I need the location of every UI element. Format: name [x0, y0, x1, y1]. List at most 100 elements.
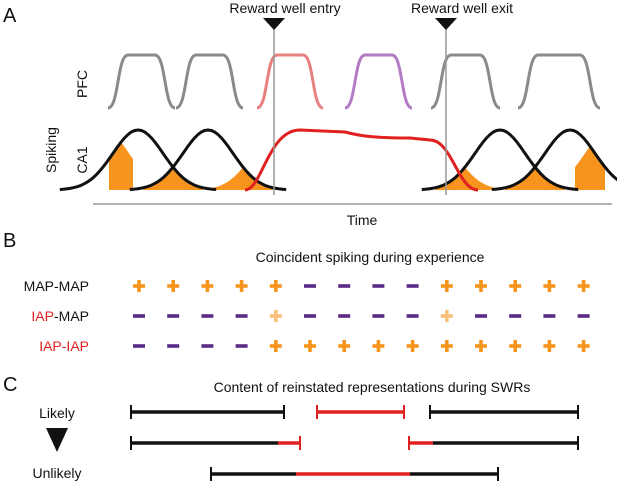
row-label: IAP-IAP	[39, 338, 89, 354]
minus-symbol	[235, 344, 248, 348]
minus-symbol	[338, 284, 351, 288]
plus-bar	[547, 340, 552, 352]
ca1-reward-curve	[244, 128, 479, 192]
plus-bar	[274, 340, 278, 352]
plus-symbol	[406, 340, 419, 352]
ca1-spike-curve	[491, 128, 617, 191]
plus-symbol	[372, 340, 385, 352]
plus-symbol	[475, 280, 487, 292]
plus-bar	[137, 280, 141, 292]
pfc-spike-curve	[344, 53, 413, 110]
panel-c-title: Content of reinstated representations du…	[214, 379, 531, 395]
plus-bar	[445, 280, 449, 292]
spiking-axis-label: Spiking	[43, 127, 59, 173]
plus-bar	[513, 280, 517, 292]
panel-b-letter: B	[3, 230, 16, 252]
minus-symbol	[167, 314, 180, 318]
minus-symbol	[201, 344, 214, 348]
minus-symbol	[577, 314, 590, 318]
plus-bar	[274, 280, 278, 292]
minus-symbol	[509, 314, 522, 318]
ca1-coincidence-fill	[575, 146, 605, 190]
minus-symbol	[543, 314, 556, 318]
minus-symbol	[406, 284, 419, 288]
pfc-spike-curve	[430, 53, 501, 110]
ca1-row-label: CA1	[74, 146, 90, 173]
plus-bar	[445, 340, 449, 352]
row-label-part: -MAP	[54, 308, 89, 324]
minus-symbol	[167, 344, 180, 348]
plus-bar	[171, 280, 175, 292]
ca1-coincidence-fill	[505, 167, 565, 190]
plus-bar	[581, 340, 586, 352]
ca1-coincidence-fill	[109, 142, 133, 190]
plus-symbol	[167, 280, 180, 292]
panel-c-letter: C	[3, 374, 17, 396]
plus-symbol	[577, 340, 590, 352]
plus-bar	[205, 280, 210, 292]
plus-symbol	[440, 280, 453, 292]
plus-bar	[239, 280, 244, 292]
ca1-spike-curve	[129, 128, 287, 191]
ca1-coincidence-fill	[213, 167, 273, 190]
plus-symbol	[475, 340, 487, 352]
minus-symbol	[133, 344, 145, 348]
minus-symbol	[372, 314, 385, 318]
reward-entry-label: Reward well entry	[229, 0, 340, 16]
event-marker-triangle-icon	[263, 18, 285, 30]
ca1-spike-curve	[59, 128, 217, 191]
plus-bar	[513, 340, 517, 352]
row-label-part: MAP-MAP	[24, 278, 89, 294]
plus-symbol	[543, 280, 556, 292]
row-label-part: IAP-IAP	[39, 338, 89, 354]
minus-symbol	[406, 314, 419, 318]
pfc-spike-curve	[517, 53, 601, 110]
plus-bar	[410, 340, 415, 352]
plus-symbol	[133, 280, 145, 292]
likelihood-arrow-icon	[46, 428, 68, 452]
plus-symbol	[338, 340, 351, 352]
spiking-diagram	[59, 18, 617, 205]
plus-symbol	[509, 340, 522, 352]
row-label: MAP-MAP	[24, 278, 89, 294]
minus-symbol	[372, 284, 385, 288]
row-label-part: IAP	[31, 308, 54, 324]
panel-b-title: Coincident spiking during experience	[256, 249, 485, 265]
plus-symbol	[440, 310, 453, 322]
unlikely-label: Unlikely	[32, 465, 81, 481]
plus-bar	[479, 280, 483, 292]
coincidence-grid: MAP-MAP IAP-MAP IAP-IAP	[24, 278, 590, 354]
ca1-coincidence-fill	[435, 167, 495, 190]
reinstatement-bars	[130, 405, 579, 481]
minus-symbol	[338, 314, 351, 318]
minus-symbol	[235, 314, 248, 318]
minus-symbol	[133, 314, 145, 318]
plus-bar	[479, 340, 483, 352]
reward-exit-label: Reward well exit	[411, 0, 513, 16]
panel-a-letter: A	[3, 5, 17, 27]
plus-bar	[274, 310, 278, 322]
plus-bar	[376, 340, 381, 352]
row-label: IAP-MAP	[31, 308, 89, 324]
pfc-spike-curve	[256, 53, 324, 110]
time-axis-label: Time	[347, 212, 378, 228]
pfc-spike-curve	[175, 53, 244, 110]
plus-symbol	[269, 280, 282, 292]
minus-symbol	[475, 314, 487, 318]
plus-symbol	[201, 280, 214, 292]
plus-symbol	[269, 310, 282, 322]
plus-symbol	[235, 280, 248, 292]
minus-symbol	[201, 314, 214, 318]
event-marker-triangle-icon	[435, 18, 457, 30]
likely-label: Likely	[39, 405, 75, 421]
plus-symbol	[269, 340, 282, 352]
ca1-coincidence-fill	[143, 167, 203, 190]
plus-symbol	[577, 280, 590, 292]
minus-symbol	[304, 284, 316, 288]
minus-symbol	[304, 314, 316, 318]
plus-symbol	[543, 340, 556, 352]
plus-symbol	[440, 340, 453, 352]
plus-bar	[547, 280, 552, 292]
pfc-spike-curve	[107, 53, 176, 110]
